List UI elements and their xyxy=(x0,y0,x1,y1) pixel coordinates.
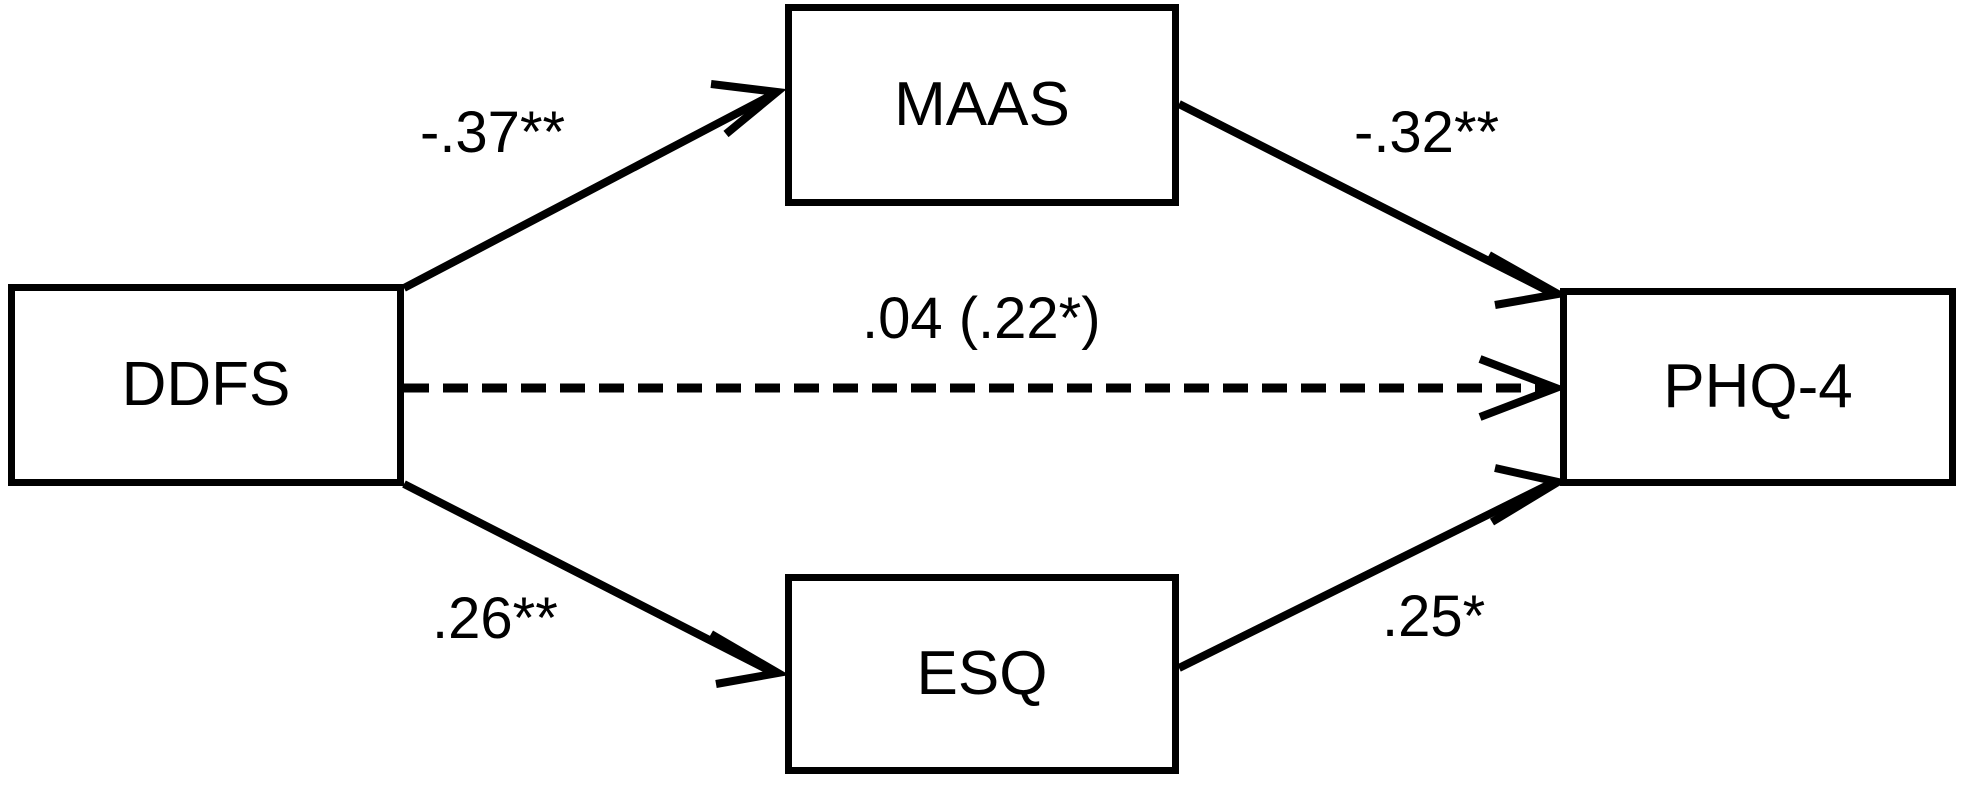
edge-esq-phq4 xyxy=(1177,464,1569,672)
edge-label-maas-phq4: -.32** xyxy=(1354,100,1500,165)
node-label-ddfs: DDFS xyxy=(121,350,291,419)
edge-ddfs-esq xyxy=(402,480,790,688)
node-label-esq: ESQ xyxy=(916,639,1048,708)
edge-label-ddfs-esq: .26** xyxy=(432,586,558,651)
node-label-phq4: PHQ-4 xyxy=(1663,352,1853,421)
node-box-phq4: PHQ-4 xyxy=(1560,288,1956,486)
node-label-maas: MAAS xyxy=(894,70,1070,139)
edge-maas-phq4 xyxy=(1177,100,1570,309)
node-box-esq: ESQ xyxy=(785,574,1179,774)
node-box-ddfs: DDFS xyxy=(8,284,404,486)
edge-ddfs-phq4-direct xyxy=(404,355,1568,421)
edge-label-esq-phq4: .25* xyxy=(1382,584,1486,649)
edge-label-ddfs-maas: -.37** xyxy=(420,100,566,165)
node-box-maas: MAAS xyxy=(785,4,1179,206)
edge-ddfs-maas xyxy=(402,80,787,292)
edge-label-ddfs-phq4-direct: .04 (.22*) xyxy=(862,286,1101,351)
